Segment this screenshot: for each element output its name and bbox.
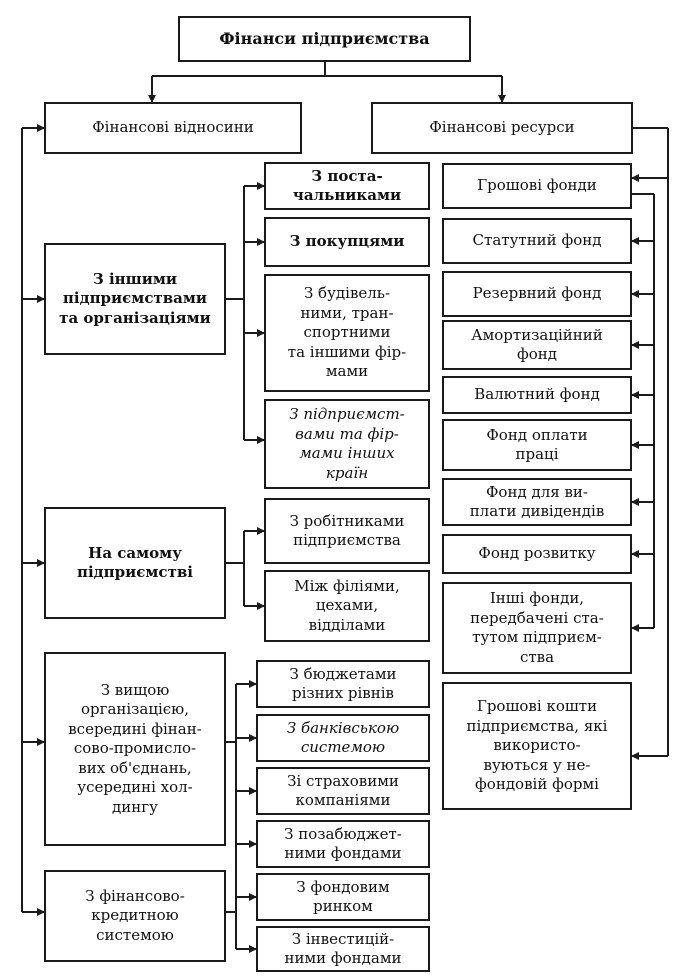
res-amortization-fund: Амортизаційний фонд [442, 320, 632, 370]
item-foreign-firms: З підприємст- вами та фір- мами інших кр… [264, 399, 430, 489]
res-money-funds: Грошові фонди [442, 163, 632, 209]
res-other-funds: Інші фонди, передбачені ста- тутом підпр… [442, 582, 632, 674]
group-other-enterprises: З іншими підприємствами та організаціями [44, 243, 226, 355]
item-suppliers: З поста- чальниками [264, 162, 430, 210]
item-workers: З робітниками підприємства [264, 498, 430, 564]
group-financial-credit-system: З фінансово- кредитною системою [44, 870, 226, 962]
item-branches-departments: Між філіями, цехами, відділами [264, 570, 430, 642]
res-dividend-fund: Фонд для ви- плати дивідендів [442, 478, 632, 526]
res-development-fund: Фонд розвитку [442, 534, 632, 574]
group-within-enterprise: На самому підприємстві [44, 507, 226, 619]
item-insurance: Зі страховими компаніями [256, 767, 430, 815]
res-statutory-fund: Статутний фонд [442, 218, 632, 264]
financial-relations-box: Фінансові відносини [44, 102, 302, 154]
item-budgets: З бюджетами різних рівнів [256, 660, 430, 708]
res-wage-fund: Фонд оплати праці [442, 419, 632, 471]
item-extra-budget-funds: З позабюджет- ними фондами [256, 820, 430, 868]
item-construction-firms: З будівель- ними, тран- спортними та інш… [264, 274, 430, 392]
item-banking-system: З банківською системою [256, 714, 430, 762]
res-currency-fund: Валютний фонд [442, 376, 632, 414]
group-higher-organization: З вищою організацією, всередині фінан- с… [44, 652, 226, 846]
financial-resources-box: Фінансові ресурси [371, 102, 633, 154]
title-box: Фінанси підприємства [178, 16, 471, 62]
item-buyers: З покупцями [264, 217, 430, 267]
item-stock-market: З фондовим ринком [256, 873, 430, 921]
res-non-fund-money: Грошові кошти підприємства, які використ… [442, 682, 632, 810]
item-investment-funds: З інвестицій- ними фондами [256, 926, 430, 972]
res-reserve-fund: Резервний фонд [442, 271, 632, 317]
